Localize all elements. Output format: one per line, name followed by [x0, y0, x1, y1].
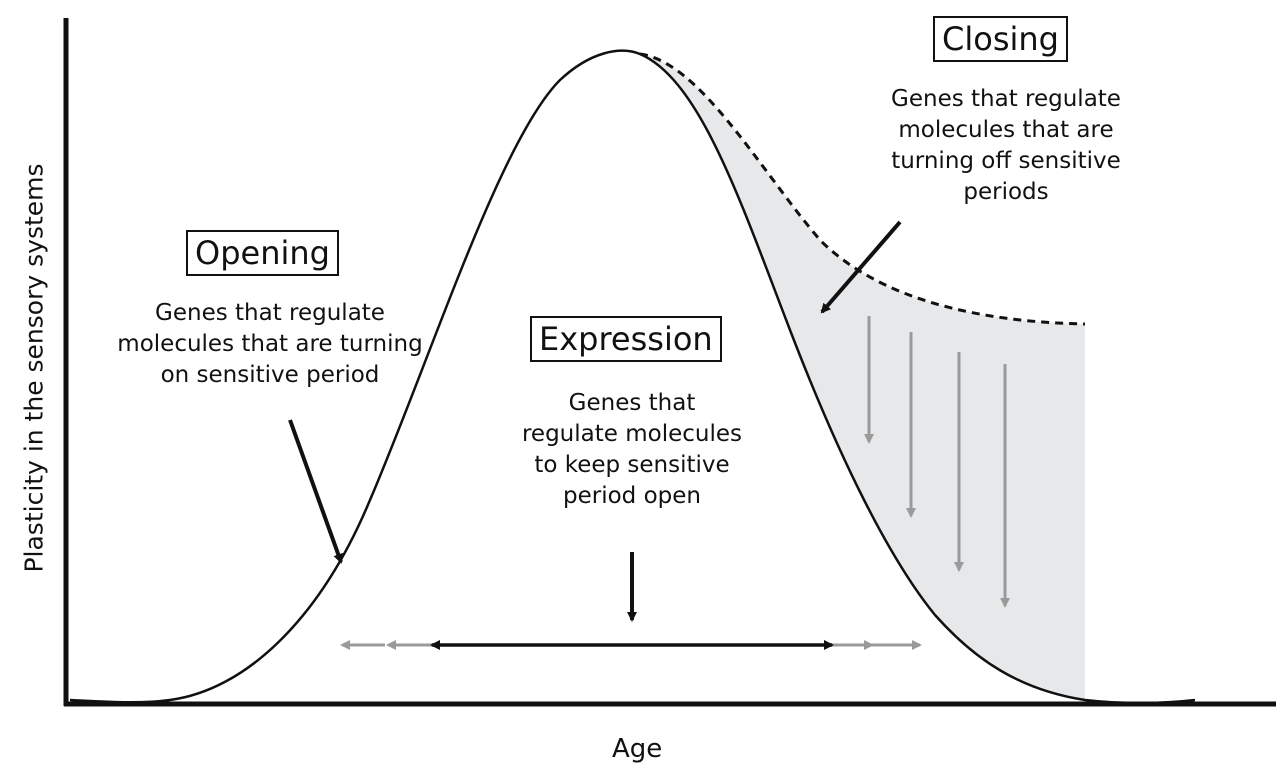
closing-shaded-region [640, 54, 1085, 700]
opening-description: Genes that regulate molecules that are t… [95, 298, 445, 391]
closing-description-line: periods [963, 179, 1049, 205]
expression-description: Genes that regulate molecules to keep se… [502, 388, 762, 512]
closing-description: Genes that regulate molecules that are t… [856, 84, 1156, 208]
expression-description-line: regulate molecules [521, 421, 742, 447]
y-axis-label: Plasticity in the sensory systems [19, 163, 49, 573]
closing-description-line: molecules that are [898, 117, 1114, 143]
expression-title: Expression [530, 316, 722, 362]
expression-description-line: Genes that [568, 390, 696, 416]
opening-pointer-arrow [288, 419, 344, 564]
x-axis-label: Age [612, 734, 663, 764]
expression-description-line: to keep sensitive [534, 452, 730, 478]
closing-title: Closing [933, 16, 1068, 62]
closing-dashed-curve [639, 52, 1086, 326]
opening-description-line: molecules that are turning [117, 331, 423, 357]
opening-title: Opening [186, 230, 339, 276]
closing-description-line: Genes that regulate [891, 86, 1121, 112]
expression-description-line: period open [563, 483, 701, 509]
opening-description-line: on sensitive period [160, 362, 380, 388]
closing-pointer-arrow [820, 220, 902, 314]
opening-description-line: Genes that regulate [155, 300, 385, 326]
closing-description-line: turning off sensitive [891, 148, 1121, 174]
